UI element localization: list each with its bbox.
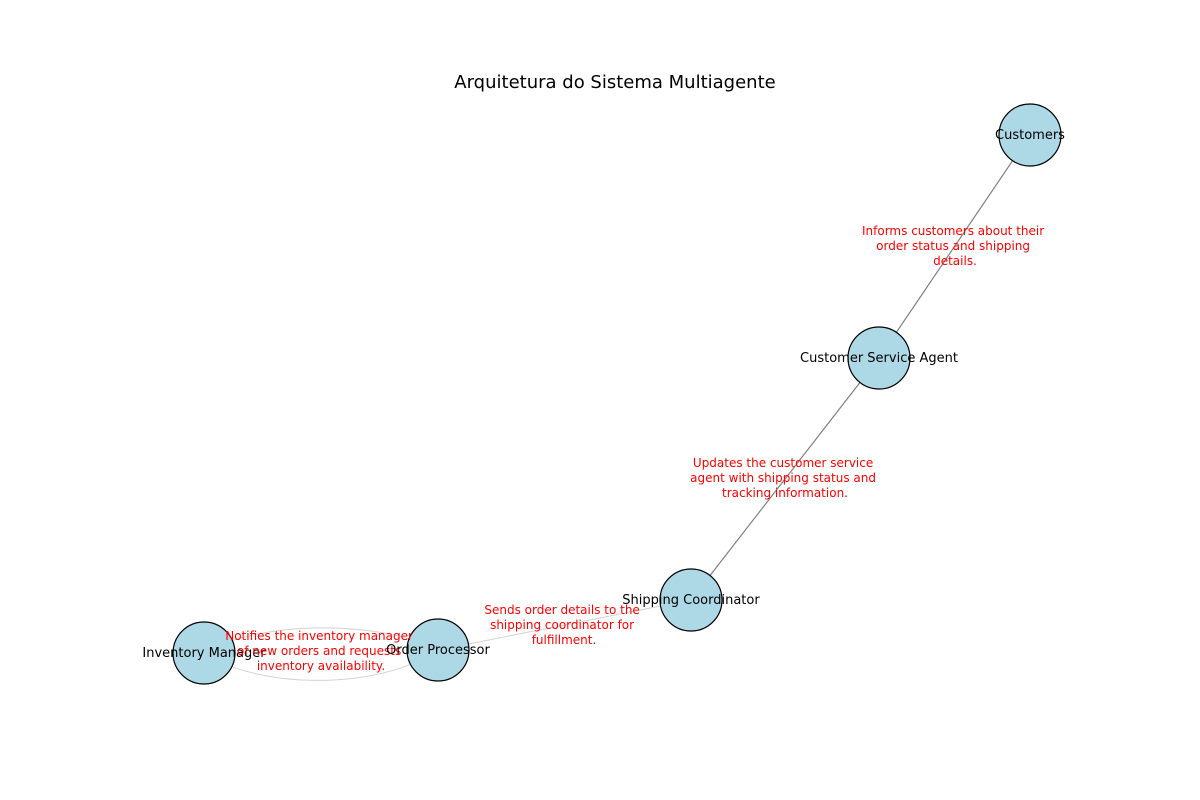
edge-label-order-shipping: Sends order details to the shipping coor… bbox=[484, 603, 643, 647]
node-customers: Customers bbox=[995, 103, 1065, 167]
node-circle-shipping-coordinator bbox=[659, 568, 723, 632]
node-label-order-processor: Order Processor bbox=[386, 643, 490, 658]
node-circle-order-processor bbox=[406, 618, 470, 682]
edge-label-shipping-csa: Updates the customer service agent with … bbox=[690, 456, 880, 500]
edge-order-shipping bbox=[437, 599, 692, 651]
edge-shipping-csa bbox=[690, 357, 880, 601]
edge-labels: Informs customers about their order stat… bbox=[484, 224, 1048, 647]
node-circle-customers bbox=[998, 103, 1062, 167]
node-label-customer-service-agent: Customer Service Agent bbox=[800, 351, 958, 366]
node-label-shipping-coordinator: Shipping Coordinator bbox=[622, 593, 760, 608]
node-order-processor bbox=[406, 618, 470, 682]
node-label-customers: Customers bbox=[995, 128, 1065, 143]
node-customer-service-agent: Customer Service Agent bbox=[800, 326, 958, 390]
edge-label-csa-customers: Informs customers about their order stat… bbox=[862, 224, 1048, 268]
node-inventory-manager: Inventory Manager bbox=[142, 621, 266, 685]
edge-csa-customers bbox=[878, 134, 1031, 359]
node-circle-customer-service-agent bbox=[847, 326, 911, 390]
edge-label-order-inventory: Notifies the inventory manager of new or… bbox=[225, 629, 417, 673]
node-circle-inventory-manager bbox=[172, 621, 236, 685]
edges bbox=[203, 134, 1031, 681]
diagram-title: Arquitetura do Sistema Multiagente bbox=[454, 72, 775, 93]
node-label-inventory-manager: Inventory Manager bbox=[142, 646, 266, 661]
node-shipping-coordinator: Shipping Coordinator bbox=[622, 568, 760, 632]
